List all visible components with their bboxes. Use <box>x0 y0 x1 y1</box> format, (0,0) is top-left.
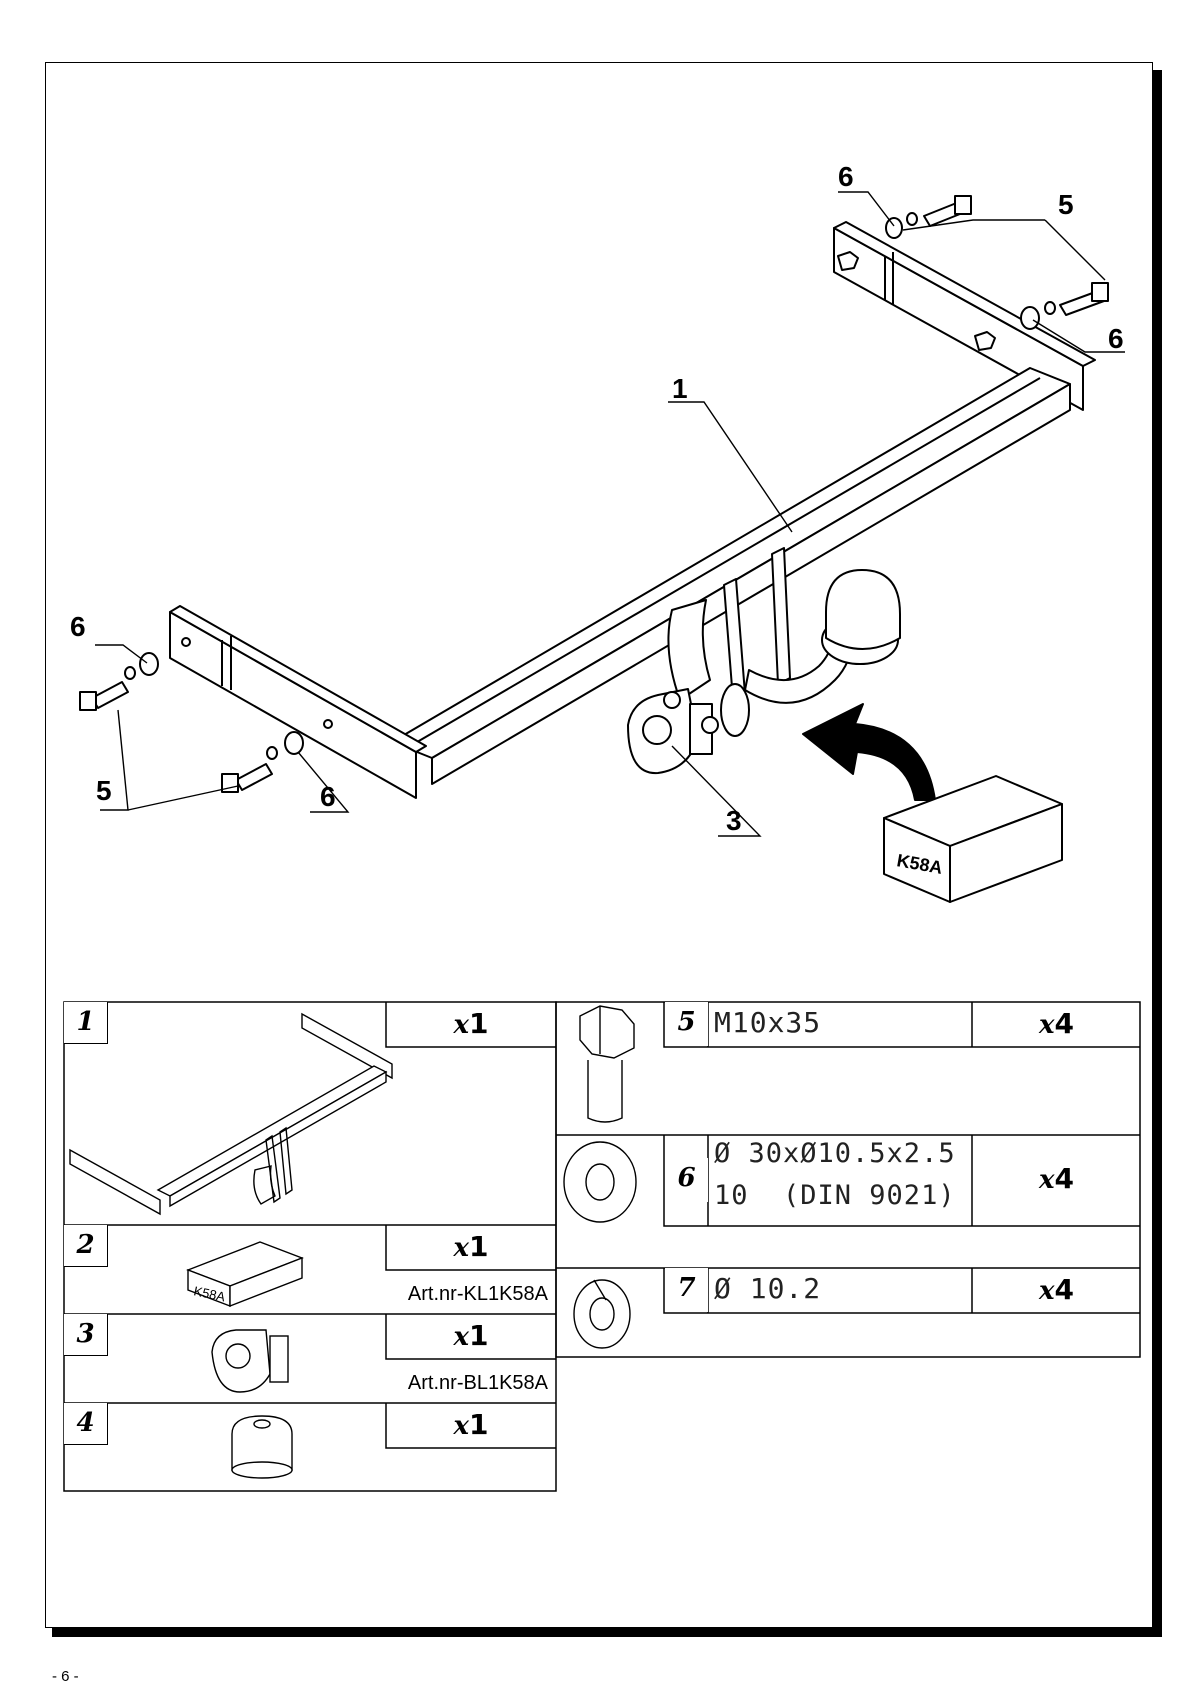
parts-table-grid <box>63 1001 1141 1492</box>
mounting-plates <box>667 547 791 714</box>
thumb-ball-cap <box>231 1415 293 1479</box>
thumb-socket-plate <box>211 1329 289 1393</box>
thumb-box-label: K58A <box>192 1283 227 1304</box>
part-qty-2: x1 <box>388 1226 554 1268</box>
table-thumbnails <box>69 1005 637 1479</box>
callout-5-top: 5 <box>1058 189 1074 220</box>
leader-lines <box>95 191 1125 837</box>
part-qty-5: x4 <box>974 1003 1139 1045</box>
callout-1: 1 <box>672 373 688 404</box>
spec-washer-line2: 10 (DIN 9021) <box>714 1180 956 1211</box>
callout-6-right: 6 <box>1108 323 1124 354</box>
page-number: - 6 - <box>52 1668 79 1685</box>
part-qty-3: x1 <box>388 1315 554 1357</box>
part-number-6: 6 <box>665 1158 708 1202</box>
left-side-bracket <box>169 605 427 799</box>
part-number-1: 1 <box>64 1002 108 1044</box>
qty-prefix: x <box>453 1233 470 1263</box>
qty-value: 4 <box>1054 1273 1074 1306</box>
part-number-5: 5 <box>665 1002 708 1046</box>
qty-value: 1 <box>469 1408 489 1441</box>
spec-washer-line1: Ø 30xØ10.5x2.5 <box>714 1138 956 1169</box>
qty-prefix: x <box>453 1411 470 1441</box>
qty-prefix: x <box>453 1322 470 1352</box>
thumb-kit-box <box>186 1241 304 1308</box>
fasteners-top-right <box>885 195 1109 330</box>
callout-5-left: 5 <box>96 775 112 806</box>
qty-value: 1 <box>469 1230 489 1263</box>
part-number-4: 4 <box>64 1403 108 1445</box>
curved-arrow <box>802 703 936 801</box>
part-qty-6: x4 <box>974 1158 1139 1200</box>
thumb-bolt <box>579 1005 635 1123</box>
callout-6-bottom: 6 <box>320 781 336 812</box>
qty-prefix: x <box>1039 1276 1055 1306</box>
article-number-kl: Art.nr-KL1K58A <box>407 1283 548 1305</box>
article-number-bl: Art.nr-BL1K58A <box>407 1372 548 1394</box>
thumb-washer <box>563 1141 637 1223</box>
qty-value: 1 <box>469 1319 489 1352</box>
electric-kit-box <box>883 775 1063 903</box>
qty-value: 4 <box>1054 1162 1074 1195</box>
part-qty-4: x1 <box>388 1404 554 1446</box>
right-side-bracket <box>833 221 1096 411</box>
part-qty-1: x1 <box>388 1003 554 1045</box>
callout-3: 3 <box>726 805 742 836</box>
spec-spring-washer: Ø 10.2 <box>714 1272 822 1305</box>
part-number-7: 7 <box>665 1268 708 1312</box>
qty-prefix: x <box>1039 1165 1055 1195</box>
main-crossbar <box>391 367 1071 785</box>
spec-bolt: M10x35 <box>714 1006 822 1039</box>
qty-value: 4 <box>1054 1007 1074 1040</box>
thumb-spring-washer <box>573 1279 631 1349</box>
callout-6-top: 6 <box>838 161 854 192</box>
tow-ball-neck <box>720 569 901 737</box>
thumb-towbar <box>69 1012 393 1216</box>
qty-prefix: x <box>453 1010 470 1040</box>
diagram-callouts: 1 6 5 6 6 5 6 3 <box>70 161 1124 836</box>
qty-prefix: x <box>1039 1010 1055 1040</box>
part-number-2: 2 <box>64 1225 108 1267</box>
qty-value: 1 <box>469 1007 489 1040</box>
part-number-3: 3 <box>64 1314 108 1356</box>
part-qty-7: x4 <box>974 1269 1139 1311</box>
socket-plate <box>627 688 719 775</box>
callout-6-left: 6 <box>70 611 86 642</box>
